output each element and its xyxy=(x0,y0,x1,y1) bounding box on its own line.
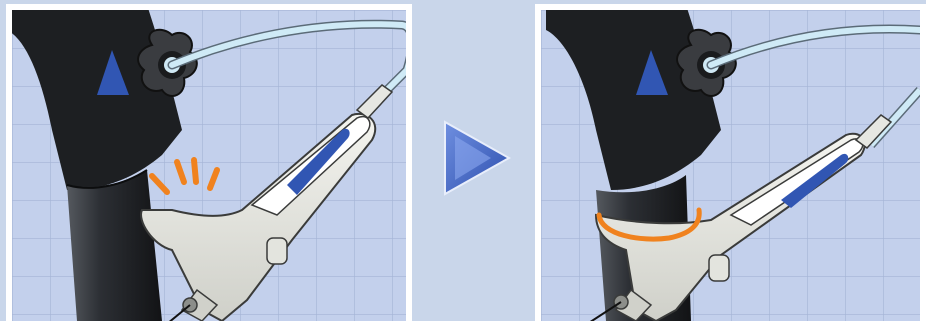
before-panel xyxy=(6,4,412,321)
before-illustration xyxy=(12,10,406,321)
after-panel xyxy=(535,4,926,321)
next-arrow-icon xyxy=(443,120,511,196)
insertion-tube xyxy=(67,170,162,321)
after-illustration xyxy=(541,10,920,321)
